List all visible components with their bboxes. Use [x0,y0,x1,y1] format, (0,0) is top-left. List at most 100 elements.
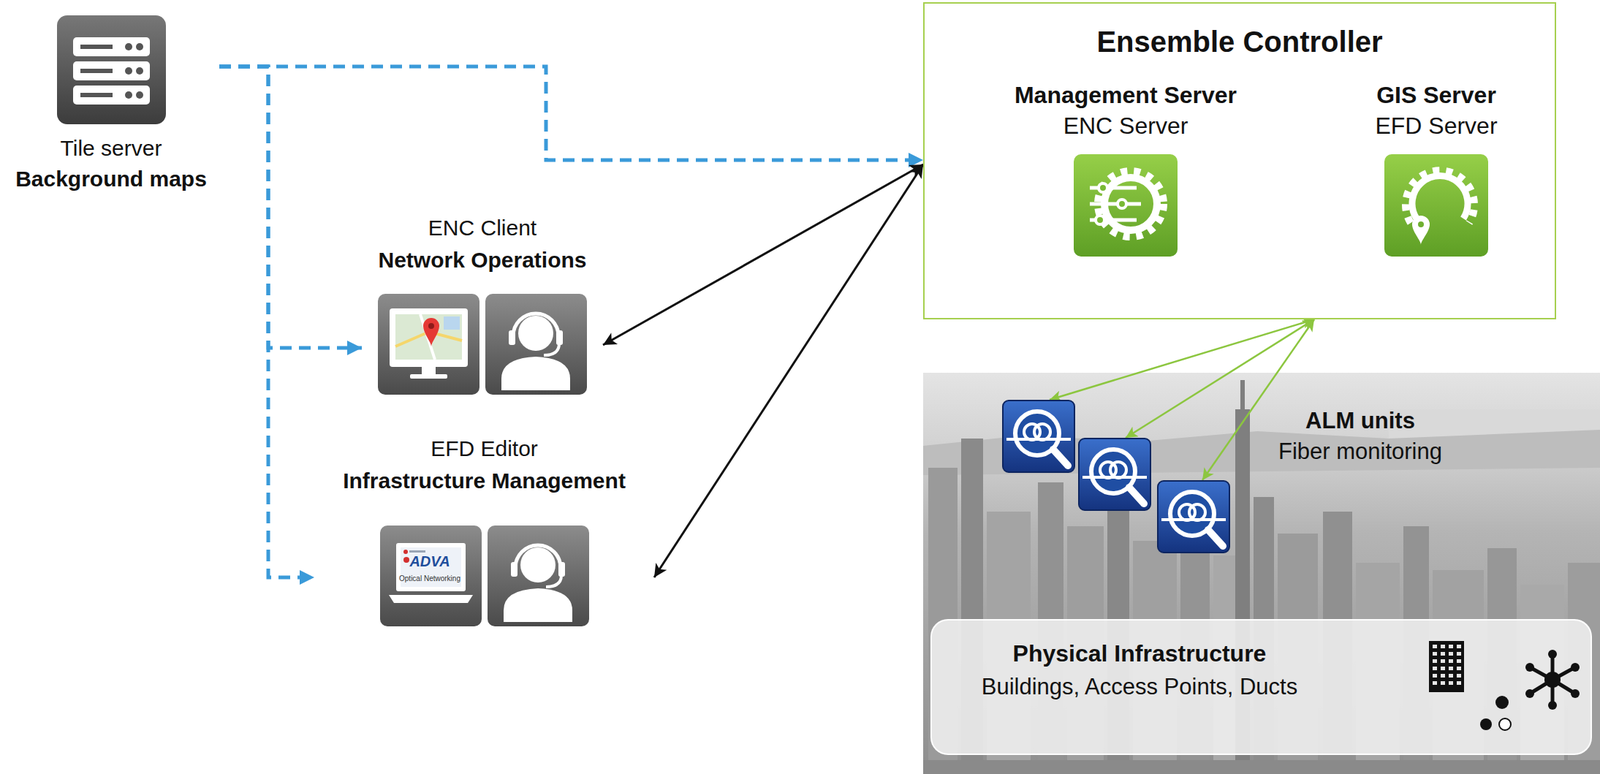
icon-part [1448,673,1454,678]
icon-part [1432,651,1438,656]
icon-part [1448,659,1454,663]
icon-part [923,372,1600,774]
icon-part [1384,154,1489,257]
node-text: ENC Server [1063,110,1189,142]
icon-part [1034,423,1051,441]
icon-part [1440,659,1446,663]
client-node: ENC ClientNetwork Operations [361,211,604,395]
icon-part [380,525,482,627]
icon-part [1428,641,1465,693]
monitoring-link [1125,319,1315,438]
gis-icon [1384,154,1489,257]
icon-part [510,562,518,577]
editor-node: EFD EditorInfrastructure Management [314,432,655,627]
icon-part [487,525,590,627]
node-heading: Management Server [1014,79,1237,111]
icon-part [546,575,562,587]
icon-part [409,550,426,553]
icon-part [1456,666,1462,671]
icon-part [1456,651,1462,656]
icon-part [1240,380,1245,410]
node-text: ENC Client [428,211,537,245]
icon-part [1548,700,1557,710]
label-holder: Optical Networking [342,570,518,585]
icon-part [1448,644,1454,649]
icon-part [1456,681,1462,685]
icon-part [1440,673,1446,678]
icon-part [1432,681,1438,685]
node-text: Buildings, Access Points, Ducts [981,670,1298,704]
icon-part [421,366,436,375]
icon-part [515,545,561,568]
icon-part [1405,170,1475,223]
icon-part [503,588,573,623]
node-icons [361,293,604,395]
text-column: Physical InfrastructureBuildings, Access… [934,636,1345,704]
icon-part [1440,666,1446,671]
icon-part [1417,221,1424,228]
icon-part [1525,662,1535,672]
node-heading: GIS Server [1376,79,1497,111]
icon-part [1053,449,1068,466]
icon-part [501,356,571,391]
icon-part [124,91,133,99]
icon-part [80,44,113,49]
icon-part [1189,504,1206,521]
icon-part [1495,695,1509,709]
icon-part [410,374,448,379]
node-icons [314,525,655,627]
icon-part [377,293,480,395]
icon-part [1412,215,1430,245]
logo-subtitle: Optical Networking [399,574,461,583]
icon-part [543,343,560,356]
map-tile-link [219,66,924,161]
management-icon [1073,154,1178,257]
server-node: Tile serverBackground maps [2,15,220,195]
infrastructure-icons [1421,635,1590,745]
icon-part [1129,487,1144,504]
alm-unit-icon [1157,480,1231,554]
server-component: Management ServerENC Server [997,79,1254,257]
icon-part [1448,651,1454,656]
node-heading: ALM units [1305,405,1416,437]
icon-part [1432,666,1438,671]
icon-part [1432,644,1438,649]
node-heading: Background maps [15,163,207,195]
icon-part [80,92,113,98]
icon-part [80,68,113,74]
icon-part [428,323,435,329]
icon-part [1432,659,1438,663]
icon-part [1544,671,1561,688]
server-component: GIS ServerEFD Server [1355,79,1517,257]
icon-part [124,43,133,51]
node-icons [1355,154,1517,257]
icon-part [556,330,563,345]
icon-part [403,549,408,555]
icon-part [1073,154,1178,257]
icon-part [388,594,473,604]
icon-part [1570,662,1580,672]
icon-part [1110,461,1127,479]
icon-part [124,67,133,75]
alm-unit-symbol [1157,480,1231,554]
icon-part [558,562,566,577]
icon-part [1208,529,1223,547]
icon-part [1432,673,1438,678]
icon-part [1456,659,1462,663]
icon-part [443,316,460,330]
icon-part [73,37,150,57]
icon-part [57,15,166,125]
icon-part [1499,718,1511,731]
infrastructure-panel: Physical InfrastructureBuildings, Access… [930,619,1592,756]
icon-part [1095,215,1105,225]
management-link [654,164,924,578]
icon-part [1089,202,1141,207]
icon-part [1117,199,1127,209]
icon-part [1440,651,1446,656]
icon-part [513,313,559,337]
icon-part [135,91,144,99]
icon-part [396,543,466,592]
server-icon [57,15,166,125]
icon-part [1456,644,1462,649]
